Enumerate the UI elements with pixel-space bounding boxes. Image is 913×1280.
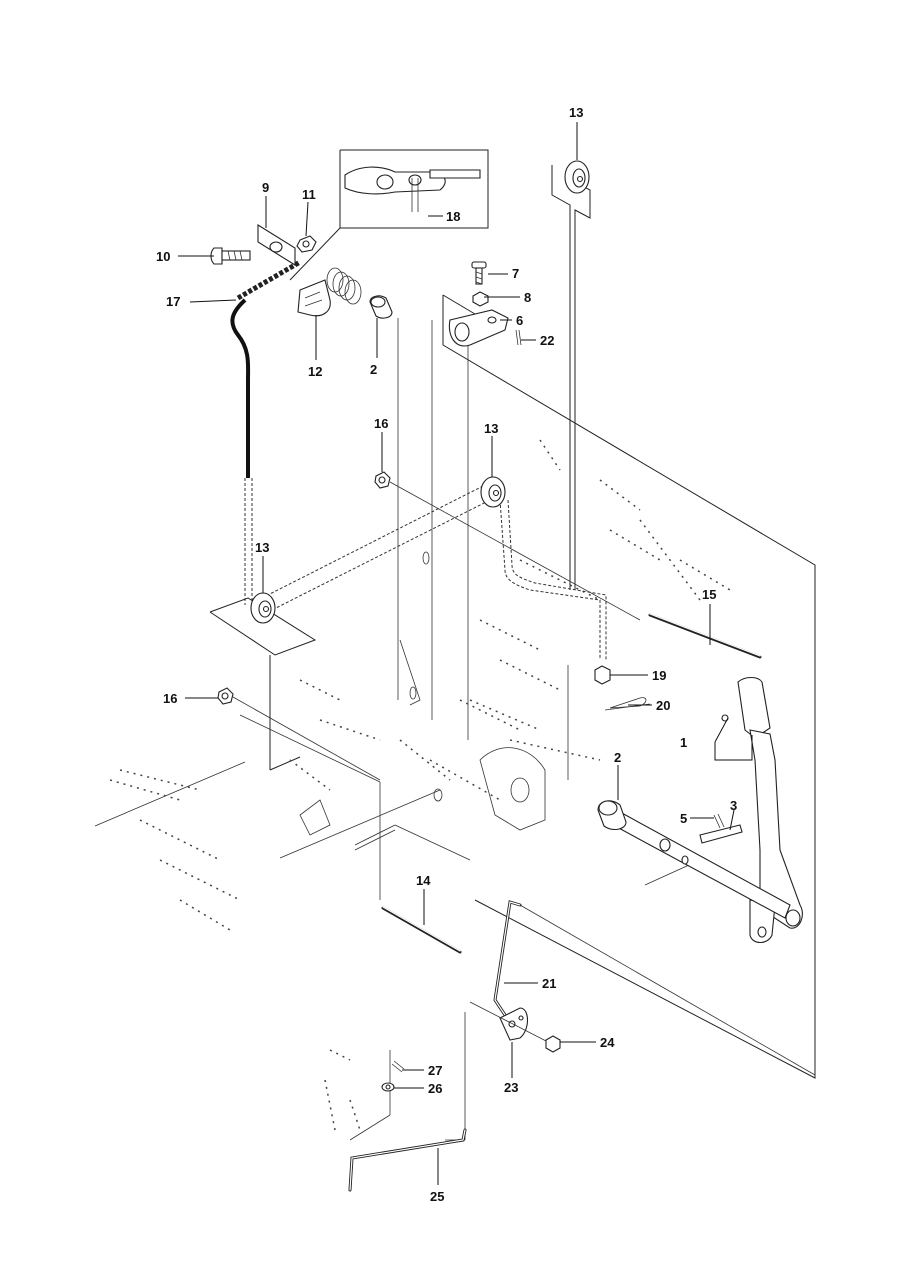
callout-3: 3 [730, 798, 737, 813]
spring-12 [297, 267, 362, 317]
callout-21: 21 [542, 976, 556, 991]
plate-23 [469, 1001, 549, 1043]
pulley-13-top [564, 160, 590, 194]
callout-16-top: 16 [374, 416, 388, 431]
callout-20: 20 [656, 698, 670, 713]
rod-15 [648, 613, 762, 659]
callout-15: 15 [702, 587, 716, 602]
pin-5 [713, 813, 725, 829]
callout-23: 23 [504, 1080, 518, 1095]
callout-2-top: 2 [370, 362, 377, 377]
callout-6: 6 [516, 313, 523, 328]
callout-5: 5 [680, 811, 687, 826]
bolt-10 [210, 247, 251, 265]
belt-run [261, 484, 607, 660]
nut-24 [545, 1035, 561, 1053]
nut-11 [296, 235, 317, 253]
spring-icon [326, 267, 362, 305]
detail-inset [289, 149, 489, 281]
callout-labels: 13 18 9 11 10 7 8 17 6 22 12 2 16 13 13 … [156, 105, 737, 1204]
rod-14 [381, 906, 462, 954]
pin-22 [515, 329, 522, 346]
callout-24: 24 [600, 1035, 615, 1050]
callout-13-top: 13 [569, 105, 583, 120]
callout-13-middle: 13 [484, 421, 498, 436]
chassis-outline [94, 165, 816, 1141]
callout-22: 22 [540, 333, 554, 348]
bushing-2-top [369, 295, 393, 319]
callout-26: 26 [428, 1081, 442, 1096]
washer-16-left [217, 687, 381, 781]
pulley-13-middle [480, 476, 506, 508]
callout-18: 18 [446, 209, 460, 224]
callout-14: 14 [416, 873, 431, 888]
rod-25 [348, 1050, 467, 1192]
chain-icon [236, 259, 302, 301]
nut-8 [472, 291, 489, 307]
leader-lines [178, 122, 753, 1185]
callout-17: 17 [166, 294, 180, 309]
bushing-2-right [597, 800, 627, 831]
pulley-13-left [250, 592, 276, 624]
callout-16-left: 16 [163, 691, 177, 706]
lever-1 [721, 676, 803, 944]
callout-11: 11 [302, 187, 316, 202]
clamp-6 [448, 309, 509, 347]
cotter-pin-20 [604, 697, 651, 711]
nut-19 [594, 665, 611, 685]
cable-17 [230, 259, 302, 605]
bracket-9 [257, 224, 296, 266]
callout-12: 12 [308, 364, 322, 379]
callout-9: 9 [262, 180, 269, 195]
callout-2-right: 2 [614, 750, 621, 765]
washer-26 [381, 1082, 395, 1092]
callout-25: 25 [430, 1189, 444, 1204]
callout-8: 8 [524, 290, 531, 305]
callout-1: 1 [680, 735, 687, 750]
pin-27 [391, 1060, 405, 1073]
callout-7: 7 [512, 266, 519, 281]
bolt-7 [471, 261, 487, 285]
callout-19: 19 [652, 668, 666, 683]
callout-27: 27 [428, 1063, 442, 1078]
link-rod-21 [493, 900, 816, 1076]
callout-13-left: 13 [255, 540, 269, 555]
callout-10: 10 [156, 249, 170, 264]
washer-16-top [374, 471, 641, 621]
